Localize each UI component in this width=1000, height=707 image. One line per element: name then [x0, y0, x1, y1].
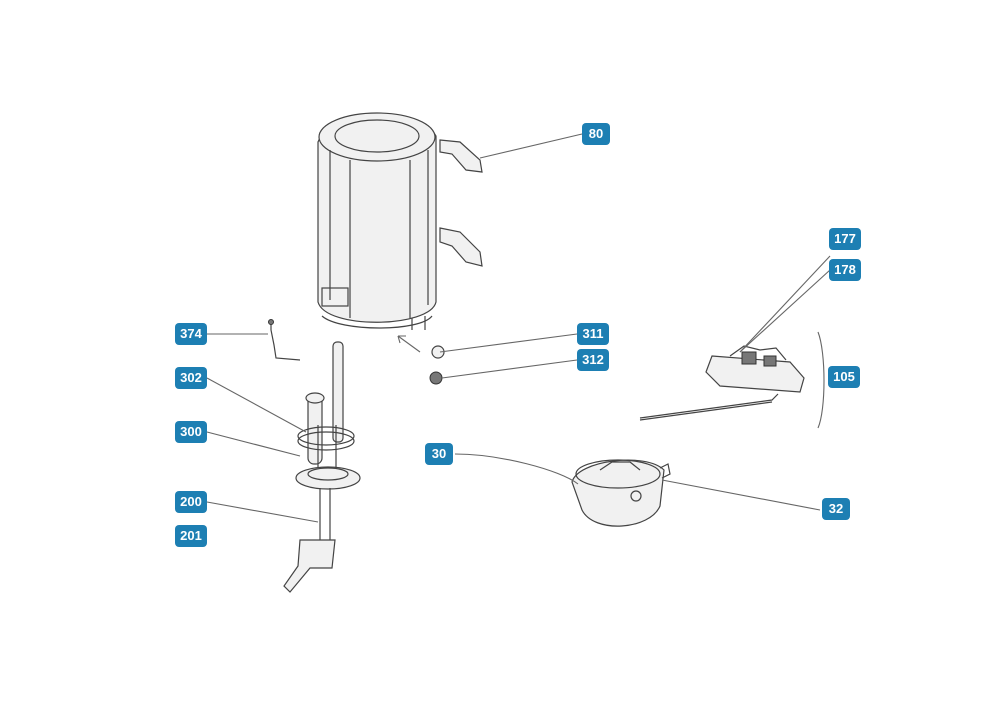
part-label-311[interactable]: 311 [577, 323, 609, 345]
part-label-30[interactable]: 30 [425, 443, 453, 465]
bottom-cover-part [571, 459, 671, 527]
part-label-177[interactable]: 177 [829, 228, 861, 250]
part-label-32[interactable]: 32 [822, 498, 850, 520]
probe-wire-part [268, 319, 301, 361]
part-label-80[interactable]: 80 [582, 123, 610, 145]
part-label-300[interactable]: 300 [175, 421, 207, 443]
part-label-200[interactable]: 200 [175, 491, 207, 513]
control-board-part [639, 331, 825, 429]
part-label-201[interactable]: 201 [175, 525, 207, 547]
screw-washer-parts [397, 335, 445, 385]
part-label-302[interactable]: 302 [175, 367, 207, 389]
water-heater-tank [317, 112, 437, 330]
part-label-374[interactable]: 374 [175, 323, 207, 345]
leader-lines [206, 133, 831, 523]
part-label-178[interactable]: 178 [829, 259, 861, 281]
heating-element-part [283, 341, 361, 593]
part-label-312[interactable]: 312 [577, 349, 609, 371]
mounting-bracket-part [439, 139, 483, 267]
part-label-105[interactable]: 105 [828, 366, 860, 388]
